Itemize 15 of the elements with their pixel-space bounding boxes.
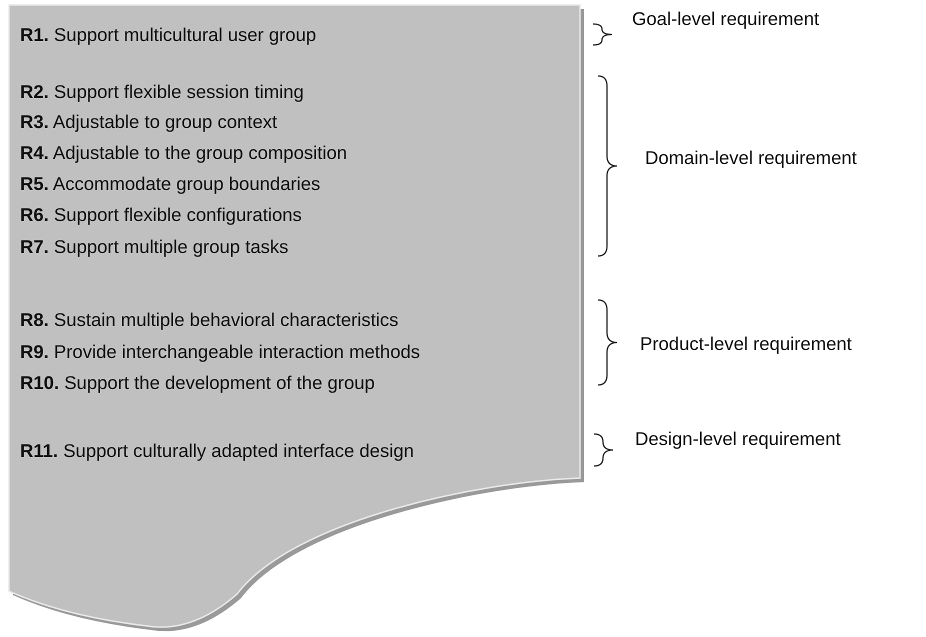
requirement-text: R9. Provide interchangeable interaction methods: [20, 341, 420, 363]
requirement-text: R8. Sustain multiple behavioral characteristics: [20, 309, 398, 331]
requirement-text: R10. Support the development of the group: [20, 372, 375, 394]
requirement-text: R5. Accommodate group boundaries: [20, 173, 320, 195]
requirement-text: R1. Support multicultural user group: [20, 24, 316, 46]
level-label: Domain-level requirement: [645, 147, 857, 169]
level-label: Product-level requirement: [640, 333, 852, 355]
requirement-text: R2. Support flexible session timing: [20, 81, 304, 103]
level-label: Design-level requirement: [635, 428, 841, 450]
level-label: Goal-level requirement: [632, 8, 820, 30]
requirement-text: R6. Support flexible configurations: [20, 204, 302, 226]
requirement-text: R4. Adjustable to the group composition: [20, 142, 348, 164]
requirement-text: R7. Support multiple group tasks: [20, 236, 288, 258]
requirement-text: R11. Support culturally adapted interface design: [20, 440, 414, 462]
requirement-text: R3. Adjustable to group context: [20, 111, 278, 133]
